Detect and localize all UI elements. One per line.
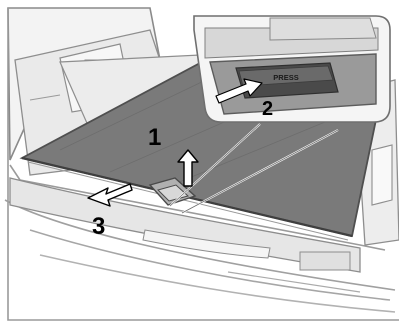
step-3-number: 3 [92, 213, 105, 240]
step-1-number: 1 [148, 124, 161, 151]
press-button-label: PRESS [273, 73, 298, 82]
detail-inset: PRESS [194, 16, 390, 122]
step-2-number: 2 [262, 98, 273, 120]
